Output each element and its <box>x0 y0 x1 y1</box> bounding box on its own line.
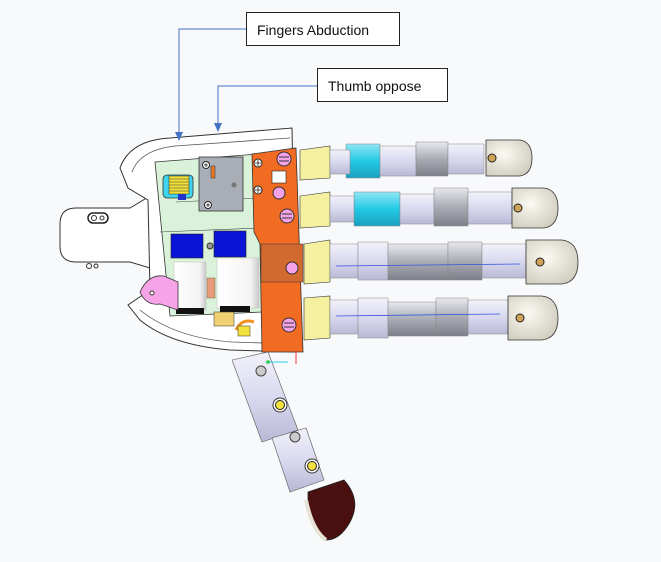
wiring <box>206 277 255 337</box>
gray-mount <box>198 156 244 212</box>
callout-arrow-oppose <box>214 85 317 132</box>
thumb-oppose-label: Thumb oppose <box>317 68 448 102</box>
abduction-servo <box>162 174 194 200</box>
fingers-abduction-label: Fingers Abduction <box>246 12 400 46</box>
pink-bracket <box>139 275 179 311</box>
finger-ring <box>303 239 579 285</box>
wrist-flange <box>59 195 151 269</box>
callout-arrow-abduction <box>175 28 246 141</box>
finger-index <box>299 139 533 181</box>
finger-little <box>303 295 559 341</box>
abduction-plate <box>251 147 304 364</box>
thumb <box>231 351 356 542</box>
thumb-motors <box>170 230 260 314</box>
finger-middle <box>299 187 559 229</box>
